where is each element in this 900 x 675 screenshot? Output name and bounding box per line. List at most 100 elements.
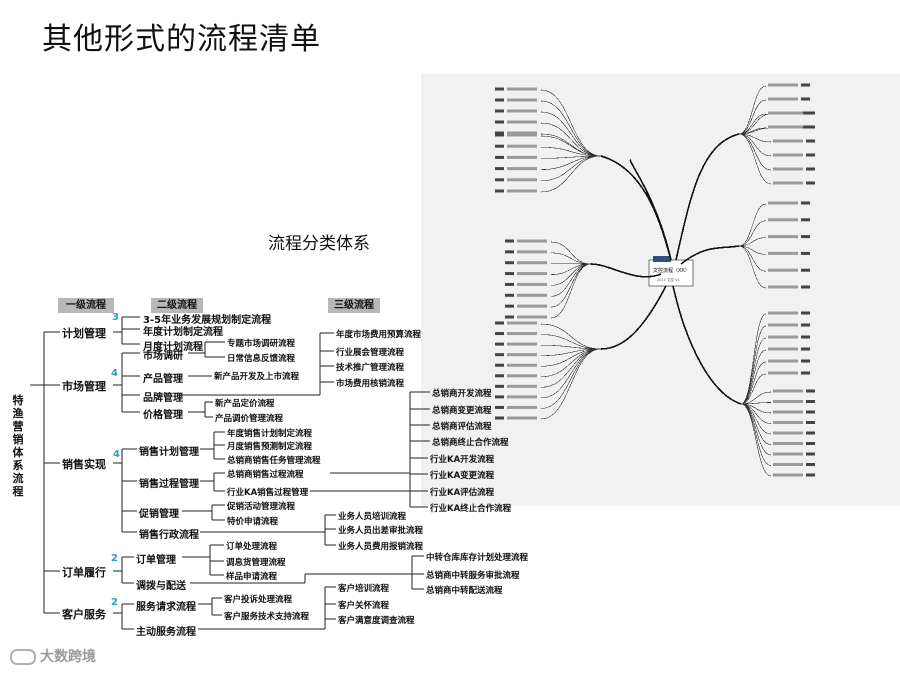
mindmap-leaf-node (768, 359, 798, 363)
mindmap-leaf-tag (495, 133, 504, 137)
mindmap-leaf-tag (495, 363, 504, 367)
mindmap-leaf-tag (801, 111, 810, 115)
mindmap-leaf-tag (801, 125, 810, 129)
brand-text: 大数跨境 (40, 649, 96, 665)
page-title: 其他形式的流程清单 (42, 22, 321, 57)
market-research-item: 日常信息反馈流程 (227, 354, 296, 364)
mindmap-leaf-node (768, 323, 798, 327)
mindmap-leaf-tag (806, 421, 815, 424)
service-l3-item: 客户培训流程 (338, 584, 390, 594)
sales-promo-item: 特价申请流程 (227, 517, 279, 527)
sales-admin-item: 业务人员出差审批流程 (338, 526, 424, 536)
mindmap-leaf-node (768, 347, 798, 351)
mindmap-leaf-node (517, 272, 547, 276)
mindmap-leaf-node (507, 109, 537, 113)
ka-l3-item: 行业KA开发流程 (430, 455, 495, 465)
mindmap-leaf-node (768, 251, 798, 255)
mindmap-leaf-tag (495, 416, 504, 420)
l1-service-count: 2 (111, 597, 118, 608)
mindmap-leaf-tag (806, 442, 815, 445)
mindmap-leaf-tag (505, 261, 514, 265)
l1-market-count: 4 (111, 368, 118, 379)
mindmap-leaf-tag (495, 87, 504, 91)
mindmap-leaf-tag (806, 473, 815, 477)
mindmap-leaf-tag (495, 342, 504, 346)
plan-item: 3-5年业务发展规划制定流程 (143, 315, 272, 326)
mindmap-leaf-node (507, 155, 537, 159)
mindmap-leaf-node (507, 416, 537, 420)
dispatch-l3-item: 中转仓库库存计划处理流程 (426, 553, 529, 563)
mindmap-leaf-tag (801, 347, 810, 351)
mindmap-leaf-node (517, 293, 547, 297)
mindmap-leaf-node (773, 181, 803, 185)
mindmap-leaf-node (773, 431, 803, 435)
sales-process: 销售过程管理 (139, 479, 199, 490)
header-level2: 二级流程 (151, 298, 203, 313)
mindmap-leaf-tag (801, 97, 810, 101)
mindmap-leaf-node (507, 189, 537, 193)
sales-plan: 销售计划管理 (139, 447, 199, 458)
mindmap-leaf-node (773, 125, 803, 129)
mindmap-leaf-tag (801, 335, 810, 339)
sales-plan-item: 年度销售计划制定流程 (227, 429, 313, 439)
l1-order: 订单履行 (62, 566, 106, 579)
diagram-subtitle: 流程分类体系 (268, 234, 370, 254)
mindmap-center: 文控流程（ⅩⅩ） (653, 267, 690, 274)
service-request: 服务请求流程 (136, 602, 196, 613)
mindmap-leaf-node (507, 374, 537, 378)
mindmap-leaf-tag (495, 120, 504, 124)
mindmap-leaf-tag (505, 250, 514, 254)
order-dispatch: 调拨与配送 (136, 581, 186, 592)
mindmap-leaf-tag (801, 235, 810, 239)
mindmap-leaf-tag (505, 315, 514, 319)
mindmap-leaf-node (773, 410, 803, 414)
mindmap-leaf-node (517, 282, 547, 286)
mindmap-leaf-tag (806, 452, 815, 456)
header-level1: 一级流程 (58, 298, 114, 313)
sales-admin: 销售行政流程 (139, 530, 199, 541)
service-l3-item: 客户关怀流程 (338, 601, 390, 611)
dealer-l3-item: 总销商评估流程 (432, 422, 492, 432)
mindmap-leaf-tag (495, 178, 504, 182)
brand-l3-item: 市场费用核销流程 (336, 379, 405, 389)
sales-admin-item: 业务人员费用报销流程 (338, 542, 424, 552)
market-product: 产品管理 (143, 374, 183, 385)
mindmap-leaf-tag (801, 251, 810, 255)
mindmap-leaf-node (768, 83, 798, 87)
sales-plan-item: 总销商销售任务管理流程 (227, 456, 321, 466)
mindmap-leaf-node (768, 285, 798, 289)
sales-promo: 促销管理 (139, 509, 179, 520)
mindmap-leaf-tag (806, 431, 815, 435)
mindmap-leaf-node (507, 144, 537, 148)
service-request-item: 客户服务技术支持流程 (224, 612, 310, 622)
mindmap-leaf-tag (505, 282, 514, 286)
dealer-l3-item: 总销商变更流程 (432, 406, 492, 416)
mindmap-leaf-tag (505, 293, 514, 297)
mindmap-leaf-node (773, 167, 803, 171)
mindmap-leaf-node (773, 153, 803, 157)
l1-service: 客户服务 (62, 608, 106, 621)
mindmap-center-sub: 2011 文控 V1 (657, 277, 680, 282)
mindmap-leaf-tag (495, 405, 504, 409)
mindmap-leaf-tag (495, 109, 504, 113)
mindmap-leaf-node (768, 235, 798, 239)
mindmap-leaf-tag (495, 189, 504, 193)
market-price-item: 新产品定价流程 (215, 399, 275, 409)
market-brand: 品牌管理 (143, 393, 183, 404)
mindmap-leaf-node (517, 315, 547, 319)
mindmap-leaf-node (773, 421, 803, 424)
mindmap-leaf-node (507, 87, 537, 91)
mindmap-leaf-tag (801, 83, 810, 87)
service-l3-item: 客户满意度调查流程 (338, 616, 415, 626)
mindmap-leaf-tag (806, 181, 815, 185)
mindmap-leaf-node (773, 442, 803, 445)
mindmap-leaf-node (773, 400, 803, 403)
mindmap-leaf-node (507, 120, 537, 124)
mindmap-leaf-node (768, 371, 798, 375)
mindmap-leaf-node (768, 97, 798, 101)
mindmap-leaf-tag (806, 111, 815, 115)
mindmap-leaf-node (507, 321, 537, 325)
plan-item: 月度计划流程 (143, 342, 203, 353)
mindmap-leaf-node (507, 363, 537, 367)
